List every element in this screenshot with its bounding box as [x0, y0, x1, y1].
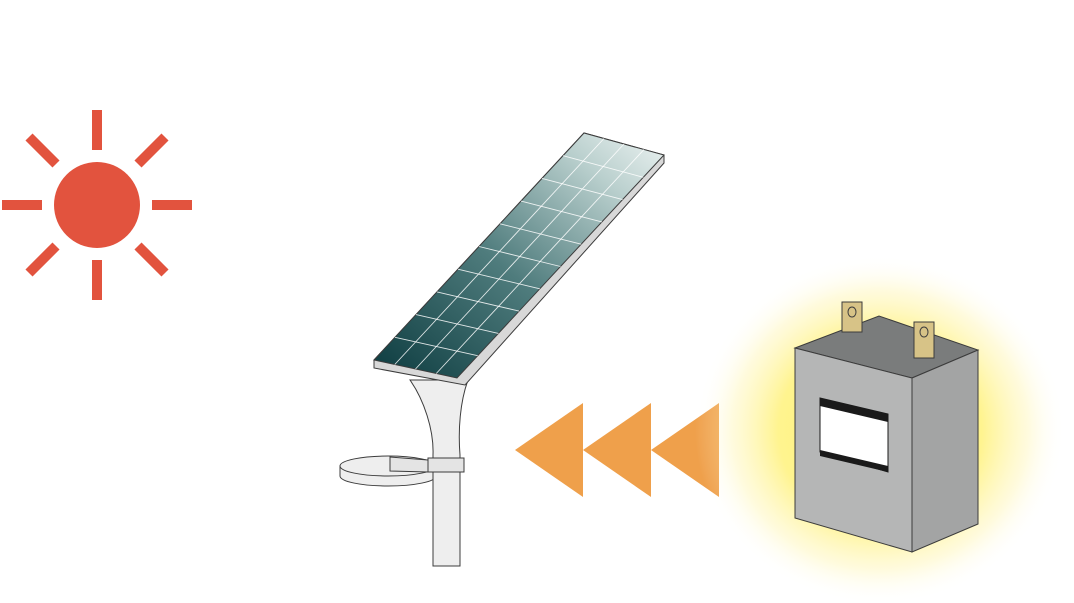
panel-grid-line [435, 149, 645, 374]
sun-icon [2, 110, 192, 300]
battery-label-band-bottom [820, 450, 888, 472]
lamp-collar [427, 457, 465, 473]
solar-panel-icon [373, 132, 665, 386]
solar-street-lamp [339, 379, 469, 567]
battery-label-band-top [820, 398, 888, 422]
sun-rays [2, 110, 192, 300]
arrow-left-icon [583, 403, 651, 497]
lamp-arm [389, 456, 429, 473]
battery-icon [695, 255, 1065, 603]
panel-grid-line [394, 138, 605, 365]
sun-disc [54, 162, 140, 248]
panel-glass [373, 132, 665, 379]
battery-side [911, 349, 979, 553]
panel-cell-grid [394, 138, 645, 374]
panel-grid-line [415, 143, 625, 370]
charge-direction-arrows [515, 403, 719, 497]
arrow-left-icon [515, 403, 583, 497]
